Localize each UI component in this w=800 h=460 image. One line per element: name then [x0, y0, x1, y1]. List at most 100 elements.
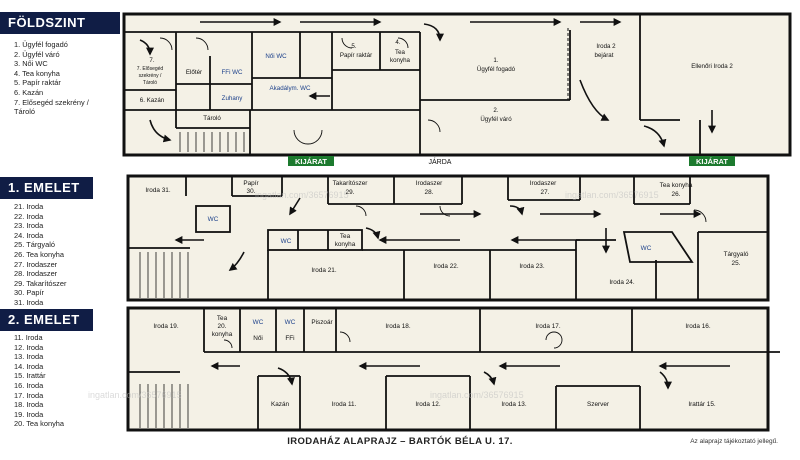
legend-item: 30. Papír	[14, 288, 44, 298]
room-targyalo-25-num: 25.	[732, 260, 741, 267]
room-wc-noi-label: Női	[253, 335, 263, 342]
room-iroda-17: Iroda 17.	[535, 323, 560, 330]
legend-item: 1. Ügyfél fogadó	[14, 40, 68, 49]
first-floor-plan: Iroda 31. Papír 30. Takarítószer 29. Iro…	[126, 174, 770, 302]
ground-floor-plan: KIJÁRAT KIJÁRAT JÁRDA 7. 7. Elősegéd sze…	[122, 12, 792, 166]
room-tea-20-label: konyha	[212, 331, 233, 338]
room-teakonyha: konyha	[390, 57, 411, 64]
legend-second-list: 11. Iroda 12. Iroda 13. Iroda 14. Iroda …	[14, 333, 64, 429]
legend-item: 19. Iroda	[14, 409, 44, 419]
legend-item: 11. Iroda	[14, 333, 43, 342]
legend-item: 16. Iroda	[14, 380, 44, 390]
room-wc-b: WC	[281, 238, 292, 245]
legend-item: 17. Iroda	[14, 390, 44, 400]
room-irattar-15: Irattár 15.	[688, 401, 716, 408]
legend-item: Tároló	[14, 107, 35, 117]
room-iroda2-entry: bejárat	[595, 52, 614, 59]
room-1-label: Ügyfél fogadó	[477, 66, 516, 73]
room-targyalo-25: Tárgyaló	[724, 251, 749, 258]
exit-right-label: KIJÁRAT	[696, 157, 728, 166]
legend-item: 5. Papír raktár	[14, 78, 61, 88]
room-tarolo: Tároló	[203, 115, 221, 122]
legend-item: 12. Iroda	[14, 342, 44, 352]
legend-item: 20. Tea konyha	[14, 419, 64, 429]
legend-item: 18. Iroda	[14, 400, 44, 410]
room-ellenori: Ellenőri Iroda 2	[691, 63, 733, 70]
legend-item: 29. Takarítószer	[14, 278, 67, 288]
room-papirraktar: Papír raktár	[340, 52, 372, 59]
legend-first-title: 1. EMELET	[0, 177, 93, 199]
room-kazan: 6. Kazán	[140, 97, 165, 104]
room-takarito-29: Takarítószer	[333, 180, 369, 187]
legend-ground: FÖLDSZINT 1. Ügyfél fogadó 2. Ügyfél vár…	[0, 12, 120, 162]
legend-item: 27. Irodaszer	[14, 259, 58, 269]
room-iroda-31: Iroda 31.	[145, 187, 170, 194]
room-iroda-11: Iroda 11.	[332, 401, 357, 408]
room-iroda-24: Iroda 24.	[609, 279, 634, 286]
room-tea-konyha: konyha	[335, 241, 356, 248]
exit-left	[288, 156, 334, 166]
room-wc-ffi: WC	[285, 319, 296, 326]
disclaimer-note: Az alaprajz tájékoztató jellegű.	[690, 438, 778, 445]
legend-first-list: 21. Iroda 22. Iroda 23. Iroda 24. Iroda …	[14, 202, 66, 308]
room-wc-a: WC	[208, 216, 219, 223]
legend-item: 2. Ügyfél váró	[14, 49, 60, 59]
legend-ground-list: 1. Ügyfél fogadó 2. Ügyfél váró 3. Női W…	[14, 40, 89, 117]
room-1-num: 1.	[493, 57, 498, 64]
legend-second: 2. EMELET 11. Iroda 12. Iroda 13. Iroda …	[0, 309, 118, 429]
room-ffi-wc: FFi WC	[222, 69, 243, 76]
legend-item: 28. Irodaszer	[14, 269, 58, 279]
room-2-num: 2.	[493, 107, 498, 114]
room-irodaszer-28-num: 28.	[425, 189, 434, 196]
legend-item: 24. Iroda	[14, 230, 44, 240]
room-iroda-12: Iroda 12.	[415, 401, 440, 408]
exit-left-label: KIJÁRAT	[295, 157, 327, 166]
legend-item: 23. Iroda	[14, 221, 44, 231]
room-szerver: Szerver	[587, 401, 610, 408]
room-iroda2: Iroda 2	[596, 43, 616, 50]
room-wc-ffi-label: FFi	[285, 335, 294, 342]
room-teakonyha-26: Tea konyha	[660, 182, 693, 189]
room-iroda-19: Iroda 19.	[153, 323, 178, 330]
watermark: ingatlan.com/36576915	[88, 390, 182, 400]
room-iroda-13: Iroda 13.	[501, 401, 526, 408]
room-papir-30-num: 30.	[247, 188, 256, 195]
street-label: JÁRDA	[429, 157, 452, 166]
legend-item: 7. Elősegéd szekrény /	[14, 97, 89, 107]
legend-ground-title: FÖLDSZINT	[0, 12, 120, 34]
room-wc-c: WC	[641, 245, 652, 252]
room-papir-30: Papír	[243, 180, 259, 187]
room-piszoar: Piszoár	[311, 319, 333, 326]
room-irodaszer-28: Irodaszer	[416, 180, 444, 187]
watermark: ingatlan.com/36576915	[255, 190, 349, 200]
watermark: ingatlan.com/36576915	[430, 390, 524, 400]
legend-item: 13. Iroda	[14, 352, 44, 362]
second-floor-plan: Iroda 19. Tea 20. konyha WC Női WC FFi P…	[126, 306, 780, 432]
room-zuhany: Zuhany	[222, 95, 244, 102]
room-irodaszer-27: Irodaszer	[530, 180, 558, 187]
legend-item: 3. Női WC	[14, 59, 48, 69]
room-kazan: Kazán	[271, 401, 290, 408]
watermark: ingatlan.com/36576915	[565, 190, 659, 200]
room-tea-20: Tea	[217, 315, 228, 322]
room-tea-20-num: 20.	[218, 323, 227, 330]
room-eloter: Előtér	[186, 69, 202, 76]
legend-item: 15. Irattár	[14, 371, 46, 381]
exit-right	[689, 156, 735, 166]
legend-item: 4. Tea konyha	[14, 68, 60, 78]
room-7-label: szekrény /	[139, 73, 162, 79]
room-papirraktar-num: 5.	[351, 43, 356, 50]
room-teakonyha: Tea	[395, 49, 406, 56]
room-7-label: Tároló	[143, 80, 157, 86]
room-iroda-23: Iroda 23.	[519, 263, 544, 270]
legend-item: 14. Iroda	[14, 361, 44, 371]
room-akadalym-wc: Akadálym. WC	[270, 85, 311, 92]
room-irodaszer-27-num: 27.	[541, 189, 550, 196]
room-iroda-22: Iroda 22.	[433, 263, 458, 270]
legend-item: 21. Iroda	[14, 202, 44, 211]
legend-item: 6. Kazán	[14, 87, 44, 97]
room-iroda-18: Iroda 18.	[385, 323, 410, 330]
legend-item: 25. Tárgyaló	[14, 240, 55, 250]
room-wc-noi: WC	[253, 319, 264, 326]
